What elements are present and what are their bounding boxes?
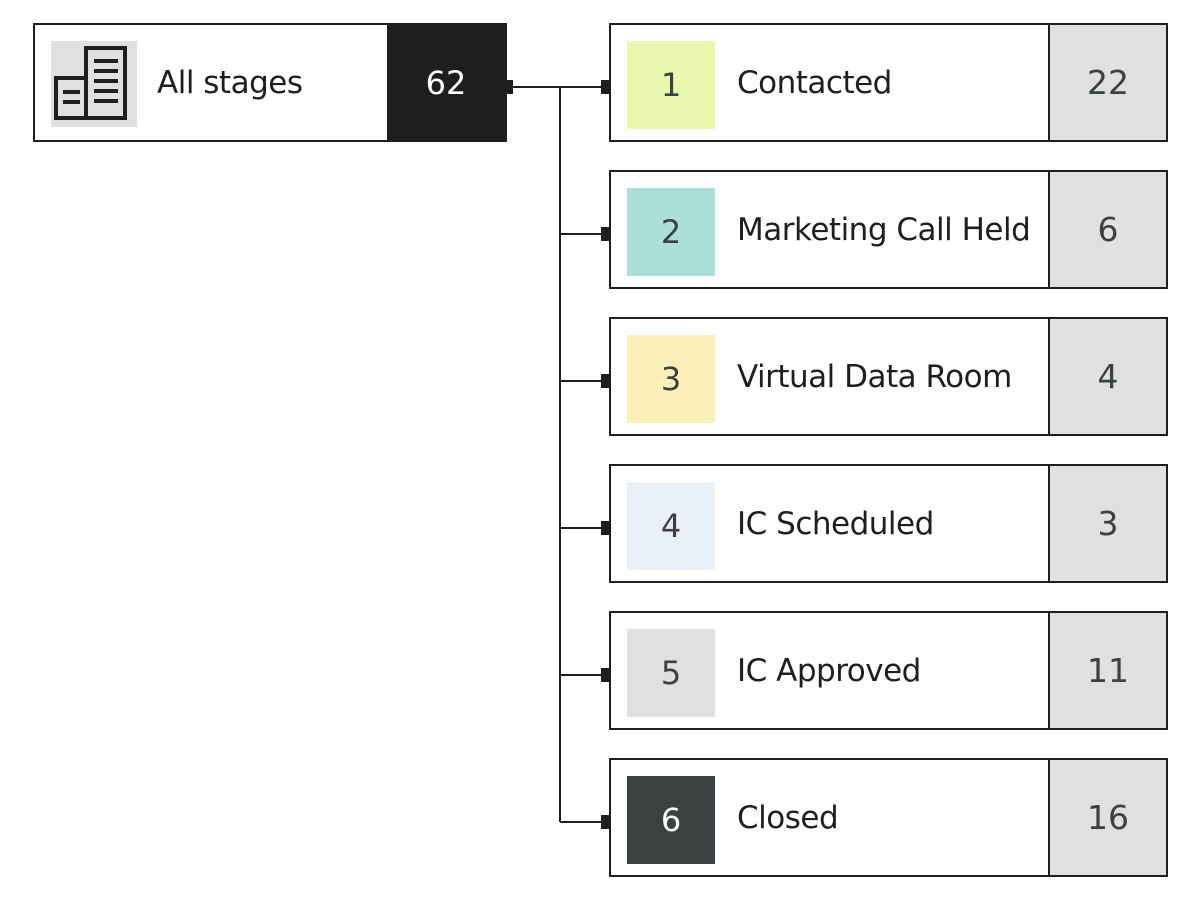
all-stages-count: 62 <box>387 25 505 140</box>
stage-connector-port <box>601 374 609 388</box>
stage-number-badge: 1 <box>627 41 715 129</box>
stage-connector-port <box>601 227 609 241</box>
stage-count: 6 <box>1048 172 1166 287</box>
stage-card[interactable]: 1 Contacted 22 <box>609 23 1168 142</box>
stage-label: IC Scheduled <box>737 505 934 542</box>
stage-label: IC Approved <box>737 652 921 689</box>
stage-count: 3 <box>1048 466 1166 581</box>
stage-connector-port <box>601 815 609 829</box>
buildings-icon <box>51 41 137 127</box>
stage-connector-port <box>601 521 609 535</box>
stage-label: Contacted <box>737 64 892 101</box>
root-connector-port <box>505 80 513 94</box>
stage-card[interactable]: 5 IC Approved 11 <box>609 611 1168 730</box>
stage-number-badge: 2 <box>627 188 715 276</box>
stage-label: Virtual Data Room <box>737 358 1012 395</box>
stage-count: 22 <box>1048 25 1166 140</box>
stage-number-badge: 3 <box>627 335 715 423</box>
all-stages-label-area: All stages <box>35 25 387 140</box>
stage-number-badge: 4 <box>627 482 715 570</box>
stage-card[interactable]: 2 Marketing Call Held 6 <box>609 170 1168 289</box>
all-stages-card[interactable]: All stages 62 <box>33 23 507 142</box>
stage-number-badge: 6 <box>627 776 715 864</box>
stage-count: 4 <box>1048 319 1166 434</box>
stage-connector-port <box>601 668 609 682</box>
stage-number-badge: 5 <box>627 629 715 717</box>
stage-label: Marketing Call Held <box>737 211 1031 248</box>
stage-card[interactable]: 3 Virtual Data Room 4 <box>609 317 1168 436</box>
stage-count: 11 <box>1048 613 1166 728</box>
stage-label: Closed <box>737 799 839 836</box>
stage-connector-port <box>601 80 609 94</box>
stage-count: 16 <box>1048 760 1166 875</box>
stage-card[interactable]: 4 IC Scheduled 3 <box>609 464 1168 583</box>
stage-card[interactable]: 6 Closed 16 <box>609 758 1168 877</box>
all-stages-label: All stages <box>157 64 303 101</box>
